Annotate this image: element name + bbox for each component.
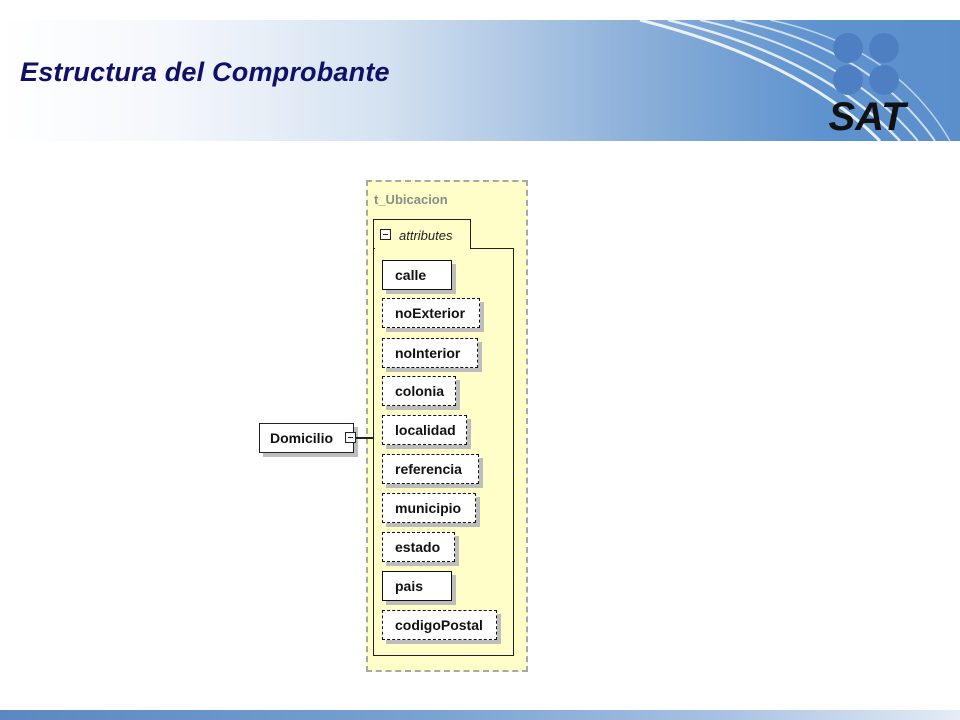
type-name: t_Ubicacion [374, 192, 448, 207]
attribute-localidad: localidad [382, 415, 467, 445]
collapse-attributes-icon[interactable] [380, 229, 391, 240]
attribute-calle: calle [382, 260, 452, 290]
header-band: Estructura del Comprobante [0, 20, 960, 141]
collapse-element-icon[interactable] [345, 432, 356, 443]
attribute-municipio: municipio [382, 493, 476, 523]
attribute-estado: estado [382, 532, 455, 562]
attribute-noexterior: noExterior [382, 298, 480, 328]
attribute-referencia: referencia [382, 454, 479, 484]
attributes-label: attributes [399, 228, 453, 243]
footer-bar [0, 710, 960, 720]
sat-logo: SAT [828, 33, 909, 134]
sat-logo-text: SAT [828, 95, 909, 134]
connector-line [356, 437, 373, 439]
element-domicilio[interactable]: Domicilio [259, 423, 354, 453]
attribute-pais: pais [382, 571, 452, 601]
attribute-nointerior: noInterior [382, 338, 478, 368]
attribute-colonia: colonia [382, 376, 456, 406]
attribute-codigopostal: codigoPostal [382, 610, 497, 640]
header-arcs-decoration [639, 20, 951, 141]
page-title: Estructura del Comprobante [20, 57, 390, 87]
attributes-tab-join [374, 246, 470, 250]
